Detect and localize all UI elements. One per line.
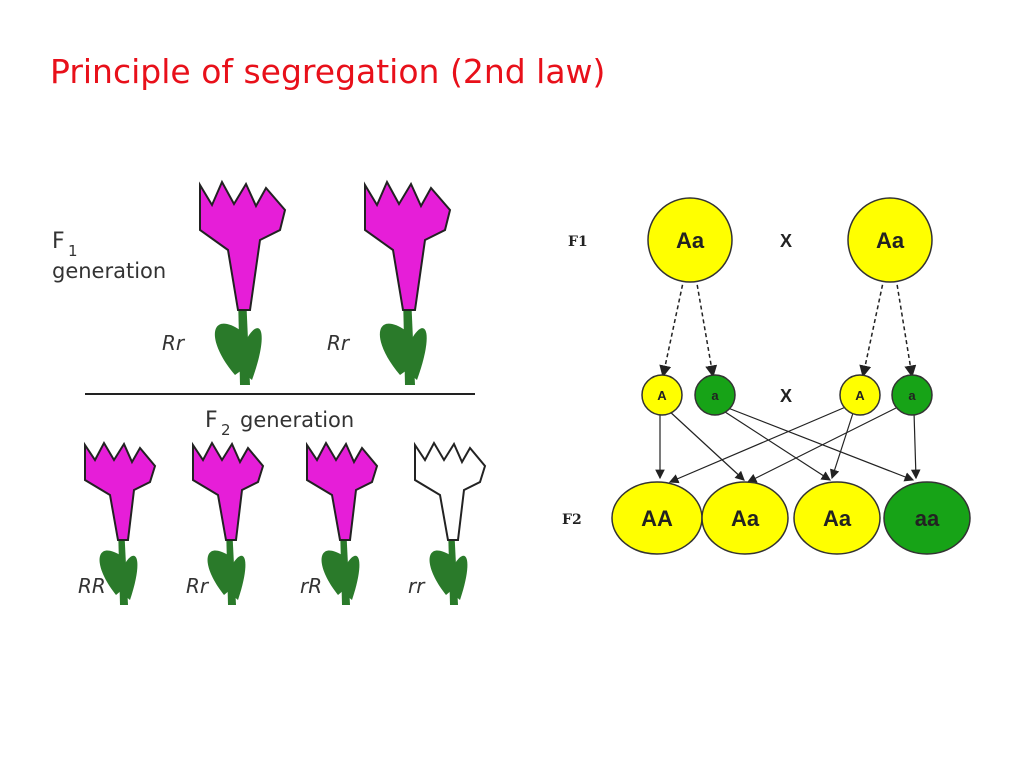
arrow-ga2-aa [910, 411, 921, 480]
f2-plant-2: Rr [186, 440, 265, 605]
arrow-p1-ga [695, 277, 718, 378]
f1-subscript: 1 [68, 242, 78, 260]
arrow-gA1-Aa1 [667, 409, 745, 481]
genotype-label: Rr [327, 331, 351, 355]
flower-illustration: F 1 generation F 2 generation Rr Rr RR R… [52, 179, 487, 605]
leaf [429, 550, 452, 595]
flower-head [199, 179, 287, 311]
gamete-circle [891, 374, 933, 416]
arrow-ga1-aa [727, 407, 915, 482]
leaf [207, 550, 230, 595]
gamete-2: a [694, 374, 736, 416]
genotype-label: Rr [162, 331, 186, 355]
arrow-ga1-Aa2 [721, 409, 832, 481]
leaf [379, 323, 407, 375]
leaf [321, 550, 344, 595]
gamete-circle [641, 374, 683, 416]
arrow-ga2-Aa1 [746, 405, 901, 483]
genotype-label: Rr [186, 574, 210, 598]
f2-row-label: F2 [562, 512, 582, 528]
leaf [346, 555, 360, 600]
meiosis-arrows [659, 277, 917, 378]
offspring-genotype: AA [641, 506, 673, 531]
f1-row-label: F1 [568, 234, 588, 250]
flower-head [84, 440, 157, 541]
gamete-allele: A [855, 388, 865, 403]
gamete-allele: a [711, 388, 719, 403]
arrow-gA2-AA [668, 405, 849, 484]
offspring-ellipse [701, 481, 789, 555]
f1-generation-word: generation [52, 259, 166, 283]
f1-label: F [52, 229, 65, 254]
gamete-circle [694, 374, 736, 416]
leaf [454, 555, 468, 600]
gamete-4: a [891, 374, 933, 416]
gamete-allele: a [908, 388, 916, 403]
genotype-label: rR [300, 574, 322, 598]
parent-1: Aa [647, 197, 733, 283]
offspring-1: AA [611, 481, 703, 555]
parent-genotype: Aa [676, 228, 705, 253]
flower-head [306, 440, 379, 541]
f2-subscript: 2 [221, 421, 231, 439]
f2-plant-1: RR [78, 440, 157, 605]
parent-circle [847, 197, 933, 283]
offspring-ellipse [793, 481, 881, 555]
arrow-p2-gA [859, 277, 885, 378]
offspring-genotype: Aa [823, 506, 852, 531]
leaf [214, 323, 242, 375]
flower-head [414, 440, 487, 541]
arrow-p2-ga [895, 277, 917, 378]
flower-head [192, 440, 265, 541]
flower-head [364, 179, 452, 311]
cross-diagram: F1 F2 X X Aa Aa A a A [562, 197, 971, 555]
cross-symbol-parents: X [780, 231, 792, 251]
genotype-label: rr [408, 574, 426, 598]
offspring-2: Aa [701, 481, 789, 555]
gamete-3: A [839, 374, 881, 416]
leaf [232, 555, 246, 600]
leaf [246, 328, 262, 380]
parent-2: Aa [847, 197, 933, 283]
cross-symbol-gametes: X [780, 386, 792, 406]
f2-generation-word: generation [240, 408, 354, 432]
offspring-ellipse [883, 481, 971, 555]
leaf [411, 328, 427, 380]
offspring-3: Aa [793, 481, 881, 555]
leaf [124, 555, 138, 600]
arrow-gA2-Aa2 [830, 409, 855, 480]
offspring-genotype: Aa [731, 506, 760, 531]
gamete-circle [839, 374, 881, 416]
arrow-p1-gA [659, 277, 685, 378]
gamete-allele: A [657, 388, 667, 403]
slide-title: Principle of segregation (2nd law) [50, 52, 606, 91]
offspring-genotype: aa [915, 506, 940, 531]
leaf [99, 550, 122, 595]
f1-plant-1: Rr [162, 179, 287, 385]
parent-genotype: Aa [876, 228, 905, 253]
gamete-1: A [641, 374, 683, 416]
parent-circle [647, 197, 733, 283]
f1-plant-2: Rr [327, 179, 452, 385]
genotype-label: RR [78, 574, 106, 598]
f2-label: F [205, 408, 218, 433]
f2-plant-3: rR [300, 440, 379, 605]
fertilization-arrows [655, 405, 921, 484]
offspring-4: aa [883, 481, 971, 555]
f2-plant-4: rr [408, 440, 487, 605]
